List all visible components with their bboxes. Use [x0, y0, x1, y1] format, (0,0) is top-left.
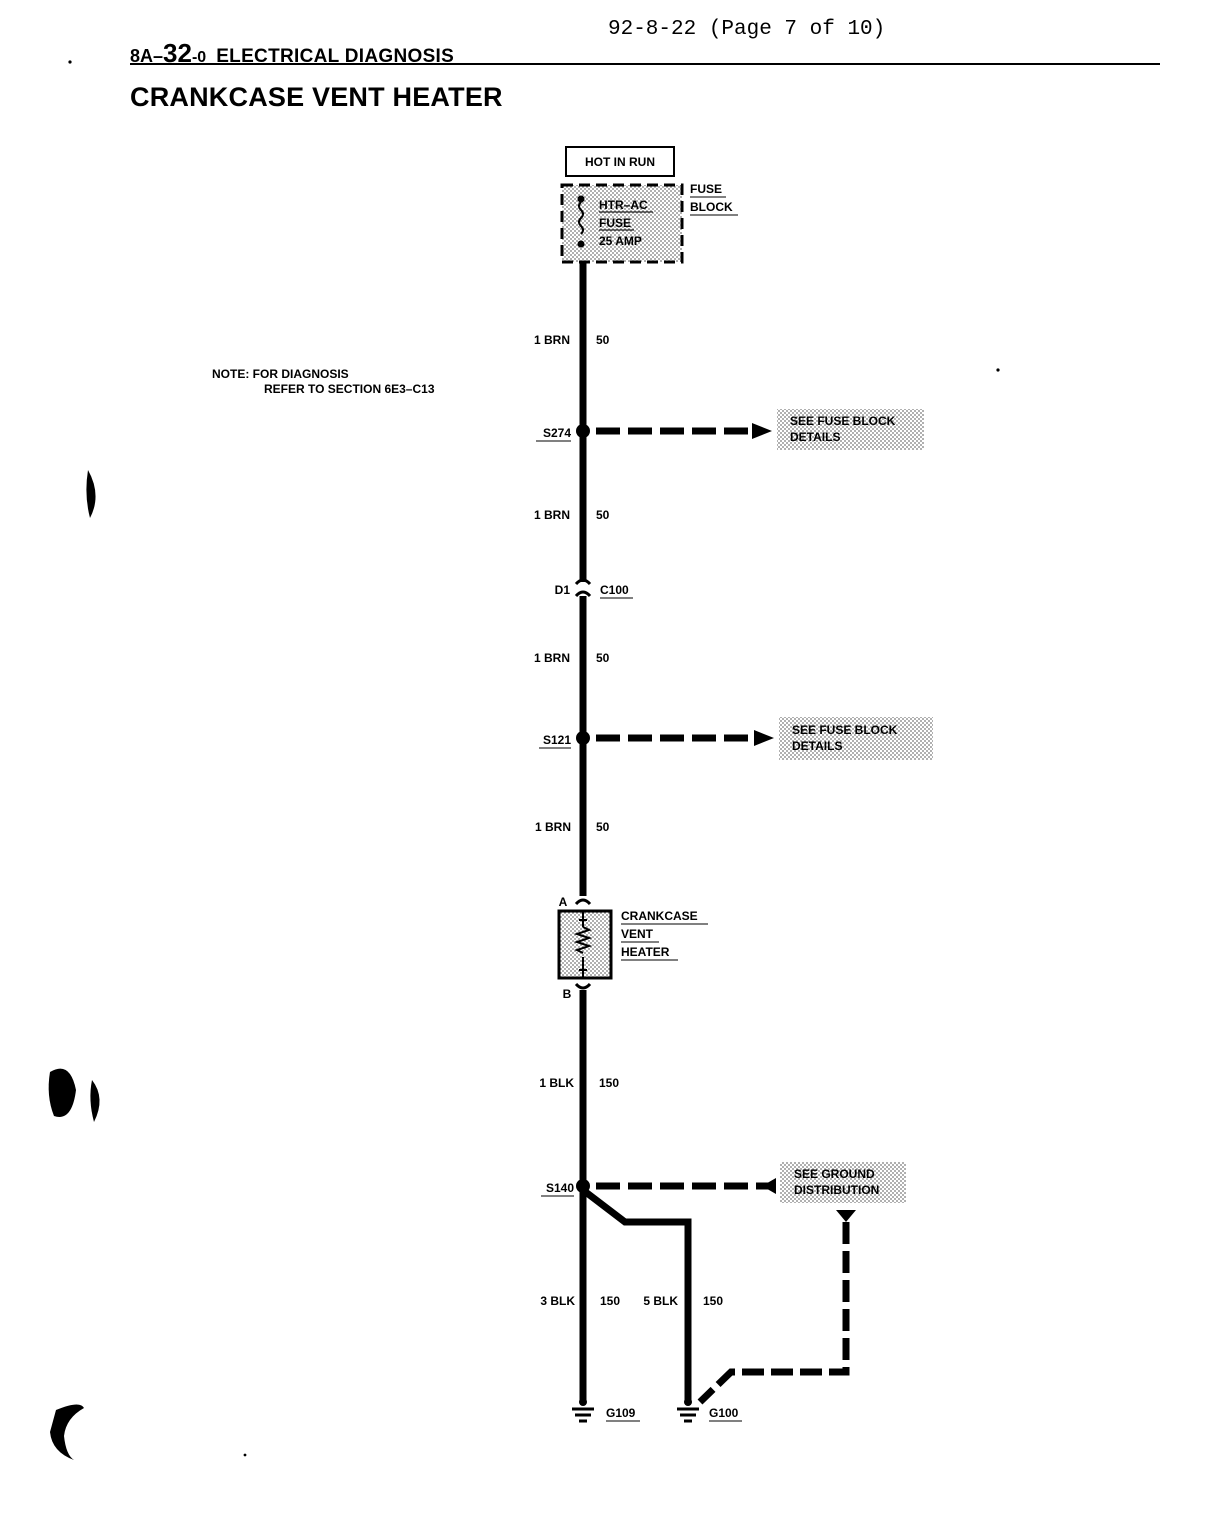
note-line-1: NOTE: FOR DIAGNOSIS [212, 367, 349, 381]
scan-artifacts [48, 60, 1000, 1460]
fuse-block-label-2: BLOCK [690, 200, 733, 214]
section-title: ELECTRICAL DIAGNOSIS [216, 46, 455, 67]
wire-4-circuit: 50 [596, 820, 610, 834]
fuse-rating: 25 AMP [599, 234, 642, 248]
ground-g100: G100 [677, 1398, 742, 1423]
ground-g109-label: G109 [606, 1406, 636, 1420]
pin-a-label: A [559, 895, 568, 909]
splice-s121: S121 SEE FUSE BLOCK DETAILS [539, 717, 933, 760]
header-rule [130, 63, 1160, 65]
s274-ref-2: DETAILS [790, 430, 840, 444]
wire-1-circuit: 50 [596, 333, 610, 347]
wire-2-gauge: 1 BRN [534, 508, 570, 522]
ground-g100-icon [677, 1407, 699, 1423]
wire-6-circuit: 150 [600, 1294, 620, 1308]
ground-g100-label: G100 [709, 1406, 739, 1420]
connector-c100: D1 C100 [555, 578, 633, 599]
s121-ref-2: DETAILS [792, 739, 842, 753]
section-prefix: 8A– [130, 46, 164, 66]
pin-b-label: B [563, 987, 572, 1001]
heater-element-icon [573, 911, 593, 978]
ground-g109: G109 [572, 1398, 640, 1423]
wire-3-circuit: 50 [596, 651, 610, 665]
crankcase-vent-heater: A B CRANKCASE VENT HEATER [557, 895, 708, 1001]
wire-5-gauge: 1 BLK [539, 1076, 574, 1090]
wire-labels: 1 BRN 50 1 BRN 50 1 BRN 50 1 BRN 50 1 BL… [534, 333, 723, 1308]
fuse-label: FUSE [599, 216, 631, 230]
wire-1-gauge: 1 BRN [534, 333, 570, 347]
wire-7-circuit: 150 [703, 1294, 723, 1308]
fuse-symbol-icon [577, 195, 585, 248]
fuse-block-label-1: FUSE [690, 182, 722, 196]
page-title: CRANKCASE VENT HEATER [130, 82, 503, 112]
splice-s121-id: S121 [543, 733, 571, 747]
splice-s274: S274 SEE FUSE BLOCK DETAILS [536, 409, 924, 450]
hot-in-run-box: HOT IN RUN [565, 146, 675, 177]
wire-4-gauge: 1 BRN [535, 820, 571, 834]
splice-s274-id: S274 [543, 426, 571, 440]
s121-ref-1: SEE FUSE BLOCK [792, 723, 898, 737]
component-name-3: HEATER [621, 945, 670, 959]
splice-s140: S140 SEE GROUND DISTRIBUTION [541, 1162, 906, 1405]
wire-3-gauge: 1 BRN [534, 651, 570, 665]
hot-in-run-label: HOT IN RUN [585, 155, 655, 169]
diagnosis-note: NOTE: FOR DIAGNOSIS REFER TO SECTION 6E3… [212, 367, 435, 397]
wire-2-circuit: 50 [596, 508, 610, 522]
splice-s140-id: S140 [546, 1181, 574, 1195]
section-suffix: -0 [191, 49, 207, 66]
s274-ref-1: SEE FUSE BLOCK [790, 414, 896, 428]
wire-5-circuit: 150 [599, 1076, 619, 1090]
component-name-2: VENT [621, 927, 654, 941]
s140-ref-2: DISTRIBUTION [794, 1183, 879, 1197]
ground-g109-icon [572, 1407, 594, 1423]
date-page-stamp: 92-8-22 (Page 7 of 10) [608, 18, 886, 41]
component-name-1: CRANKCASE [621, 909, 698, 923]
wire-6-gauge: 3 BLK [540, 1294, 575, 1308]
note-line-2: REFER TO SECTION 6E3–C13 [264, 382, 435, 396]
fuse-name: HTR–AC [599, 198, 648, 212]
fuse-block: HTR–AC FUSE 25 AMP FUSE BLOCK [560, 182, 738, 264]
s140-ref-1: SEE GROUND [794, 1167, 875, 1181]
wire-7-gauge: 5 BLK [643, 1294, 678, 1308]
connector-id: C100 [600, 583, 629, 597]
connector-pin: D1 [555, 583, 571, 597]
